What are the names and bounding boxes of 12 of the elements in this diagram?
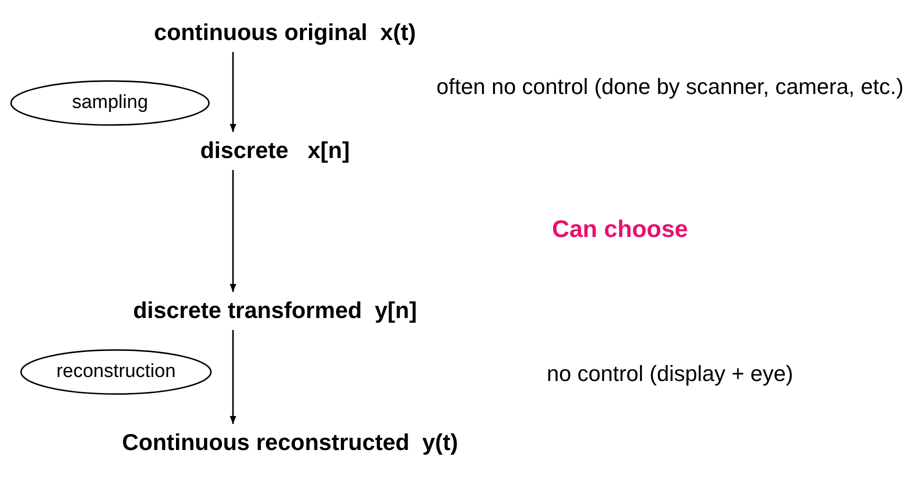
arrow — [230, 330, 236, 424]
highlight-text: Can choose — [550, 215, 690, 245]
stage-heading: Continuous reconstructed y(t) — [122, 428, 458, 457]
note-text: no control (display + eye) — [546, 360, 794, 388]
arrow — [230, 52, 236, 132]
stage-heading: discrete transformed y[n] — [133, 296, 417, 325]
note-text: often no control (done by scanner, camera, etc.) — [435, 73, 905, 101]
stage-heading: continuous original x(t) — [154, 18, 416, 47]
stage-heading: discrete x[n] — [200, 136, 350, 165]
process-label: reconstruction — [56, 360, 176, 384]
arrow — [230, 170, 236, 292]
process-label: sampling — [72, 90, 148, 115]
